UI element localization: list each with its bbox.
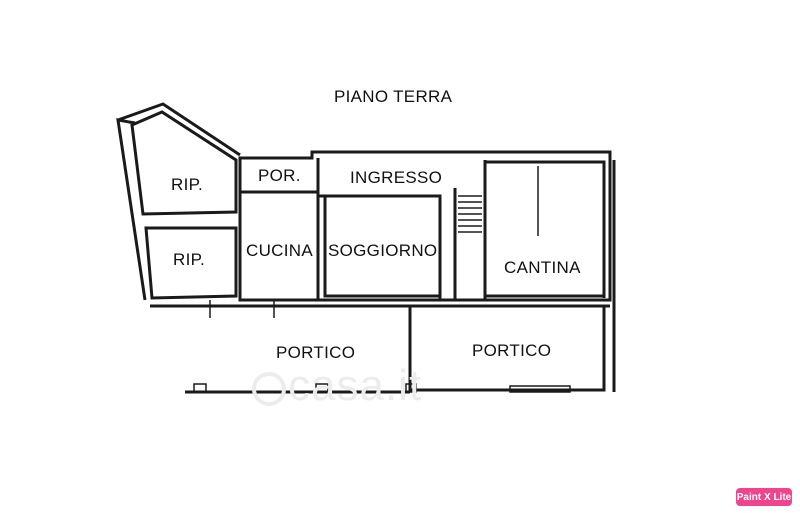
outer-wall-top-wing bbox=[117, 102, 241, 157]
room-portico-right: PORTICO bbox=[472, 341, 552, 360]
wall-cantina-top bbox=[485, 160, 606, 298]
stair-steps bbox=[458, 195, 482, 233]
column-1 bbox=[193, 383, 207, 393]
plan-title: PIANO TERRA bbox=[334, 87, 453, 106]
window-portico bbox=[509, 385, 571, 393]
room-ingresso: INGRESSO bbox=[350, 168, 443, 187]
room-rip-top: RIP. bbox=[171, 175, 204, 194]
wall-portico-right bbox=[410, 306, 606, 392]
column-3 bbox=[405, 383, 417, 393]
wall-house-outer bbox=[238, 150, 612, 302]
watermark-text: casa.it bbox=[288, 361, 423, 410]
column-2 bbox=[315, 383, 329, 393]
wall-rip-bottom bbox=[144, 226, 238, 300]
wall-ingresso-bottom bbox=[318, 194, 442, 300]
wall-rip-top bbox=[130, 110, 238, 216]
room-soggiorno: SOGGIORNO bbox=[328, 241, 438, 260]
room-rip-bottom: RIP. bbox=[173, 250, 206, 269]
outer-wall-left-wing bbox=[116, 118, 147, 301]
door-mark-rip bbox=[199, 127, 215, 139]
watermark-logo-icon bbox=[252, 372, 286, 406]
wall-soggiorno-inner bbox=[323, 196, 440, 298]
room-por: POR. bbox=[258, 166, 301, 185]
room-cantina: CANTINA bbox=[504, 258, 581, 277]
room-cucina: CUCINA bbox=[246, 241, 313, 260]
paint-x-lite-badge: Paint X Lite bbox=[736, 488, 792, 506]
room-portico-left: PORTICO bbox=[276, 343, 356, 362]
